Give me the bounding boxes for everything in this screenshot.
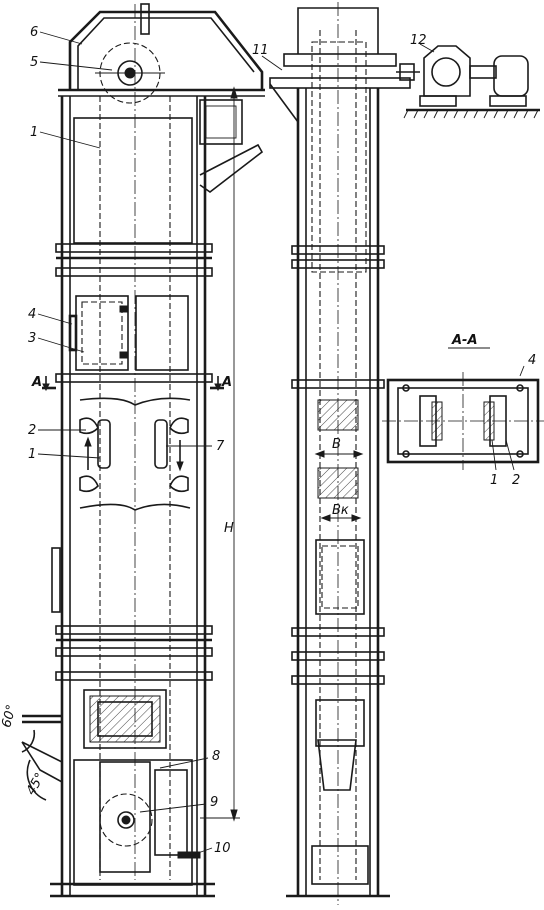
- dim-b-label: B: [332, 437, 341, 452]
- section-marker-right: A: [210, 375, 232, 392]
- head-pulley: [95, 3, 165, 104]
- section-flanges: [55, 243, 213, 681]
- label-5: 5: [30, 55, 38, 70]
- label-6: 6: [30, 25, 38, 40]
- label-4-section: 4: [528, 353, 536, 368]
- belt-buckets: [79, 397, 191, 511]
- boot-section: [50, 689, 215, 898]
- label-3: 3: [28, 331, 36, 346]
- front-view: A A: [0, 3, 265, 898]
- casing-columns: [60, 96, 207, 895]
- dim-bk-label: Bк: [332, 503, 349, 518]
- section-marker-left: A: [31, 375, 56, 392]
- section-title: A-A: [451, 333, 478, 348]
- label-7: 7: [216, 439, 225, 454]
- label-1-section: 1: [490, 473, 498, 488]
- dimension-h: H: [200, 86, 240, 822]
- label-1-top: 1: [30, 125, 38, 140]
- section-a-a: A-A 4 1 2: [382, 333, 544, 488]
- drive-unit: 12: [396, 33, 540, 119]
- label-2: 2: [28, 423, 36, 438]
- label-8: 8: [212, 749, 220, 764]
- loading-chute: [21, 714, 63, 801]
- dimension-h-label: H: [224, 521, 234, 536]
- side-view: B Bк 11: [252, 2, 411, 905]
- angle-60-label: 60°: [0, 703, 20, 729]
- label-1-mid: 1: [28, 447, 36, 462]
- label-2-section: 2: [512, 473, 520, 488]
- label-9: 9: [210, 795, 218, 810]
- label-4: 4: [28, 307, 36, 322]
- section-mark-a-left: A: [31, 375, 42, 390]
- label-10: 10: [214, 841, 231, 856]
- label-11: 11: [252, 43, 269, 58]
- section-mark-a-right: A: [221, 375, 232, 390]
- inspection-door: [68, 295, 189, 371]
- label-12: 12: [410, 33, 427, 48]
